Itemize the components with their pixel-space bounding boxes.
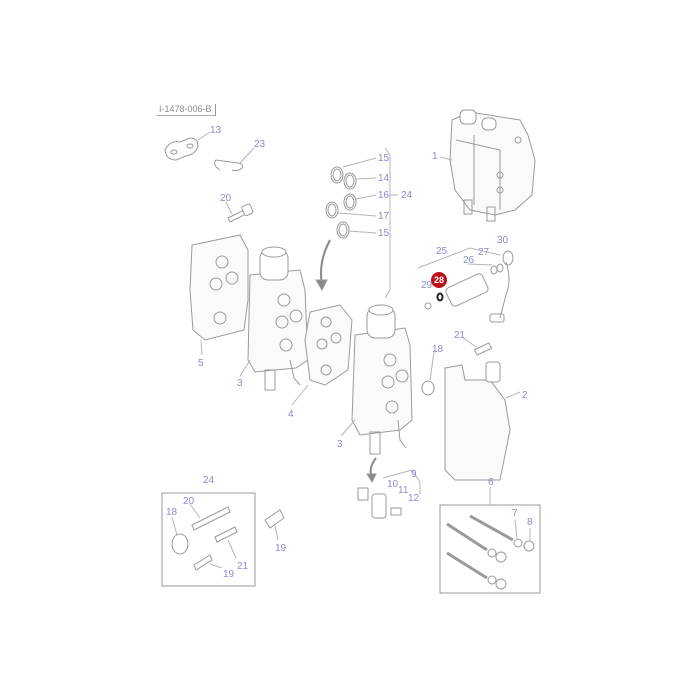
end-plate-icon bbox=[189, 234, 249, 341]
part-label-15[interactable]: 15 bbox=[378, 228, 390, 239]
reference-code: I-1478-006-B bbox=[157, 104, 216, 116]
part-label-21[interactable]: 21 bbox=[237, 561, 249, 572]
part-label-24[interactable]: 24 bbox=[203, 475, 215, 486]
bolt-kit-box bbox=[161, 492, 256, 587]
part-label-18[interactable]: 18 bbox=[166, 507, 178, 518]
end-cover-icon bbox=[444, 364, 511, 481]
solenoid-cartridge-icon bbox=[424, 250, 514, 323]
part-label-14[interactable]: 14 bbox=[378, 173, 390, 184]
part-label-4[interactable]: 4 bbox=[288, 409, 294, 420]
part-label-27[interactable]: 27 bbox=[478, 247, 490, 258]
stud-bolts-icon bbox=[446, 514, 535, 590]
part-label-7[interactable]: 7 bbox=[512, 508, 518, 519]
part-label-29[interactable]: 29 bbox=[421, 280, 433, 291]
bolt-icon bbox=[227, 203, 254, 223]
bolt-kit-icon bbox=[171, 506, 285, 571]
part-label-30[interactable]: 30 bbox=[497, 235, 509, 246]
part-label-18[interactable]: 18 bbox=[432, 344, 444, 355]
highlighted-part-badge[interactable]: 28 bbox=[431, 272, 447, 288]
part-label-24[interactable]: 24 bbox=[401, 190, 413, 201]
part-label-25[interactable]: 25 bbox=[436, 246, 448, 257]
clip-icon bbox=[214, 159, 243, 172]
part-label-16[interactable]: 16 bbox=[378, 190, 390, 201]
part-label-10[interactable]: 10 bbox=[387, 479, 399, 490]
part-label-19[interactable]: 19 bbox=[275, 543, 287, 554]
intermediate-plate-icon bbox=[304, 304, 353, 386]
valve-section-icon bbox=[351, 304, 413, 455]
part-label-3[interactable]: 3 bbox=[337, 439, 343, 450]
valve-assembly-icon bbox=[449, 109, 536, 222]
seal-rings-icon bbox=[325, 166, 357, 239]
valve-section-icon bbox=[247, 246, 309, 391]
part-label-23[interactable]: 23 bbox=[254, 139, 266, 150]
part-label-8[interactable]: 8 bbox=[527, 517, 533, 528]
part-label-12[interactable]: 12 bbox=[408, 493, 420, 504]
part-label-13[interactable]: 13 bbox=[210, 125, 222, 136]
part-label-20[interactable]: 20 bbox=[220, 193, 232, 204]
part-label-19[interactable]: 19 bbox=[223, 569, 235, 580]
gasket-icon bbox=[164, 137, 199, 161]
part-label-5[interactable]: 5 bbox=[198, 358, 204, 369]
part-label-1[interactable]: 1 bbox=[432, 151, 438, 162]
part-label-6[interactable]: 6 bbox=[488, 477, 494, 488]
part-label-9[interactable]: 9 bbox=[411, 469, 417, 480]
part-label-17[interactable]: 17 bbox=[378, 211, 390, 222]
part-label-21[interactable]: 21 bbox=[454, 330, 466, 341]
part-label-15[interactable]: 15 bbox=[378, 153, 390, 164]
part-label-3[interactable]: 3 bbox=[237, 378, 243, 389]
part-label-11[interactable]: 11 bbox=[398, 485, 409, 496]
part-label-20[interactable]: 20 bbox=[183, 496, 195, 507]
part-label-2[interactable]: 2 bbox=[522, 390, 528, 401]
part-label-26[interactable]: 26 bbox=[463, 255, 475, 266]
